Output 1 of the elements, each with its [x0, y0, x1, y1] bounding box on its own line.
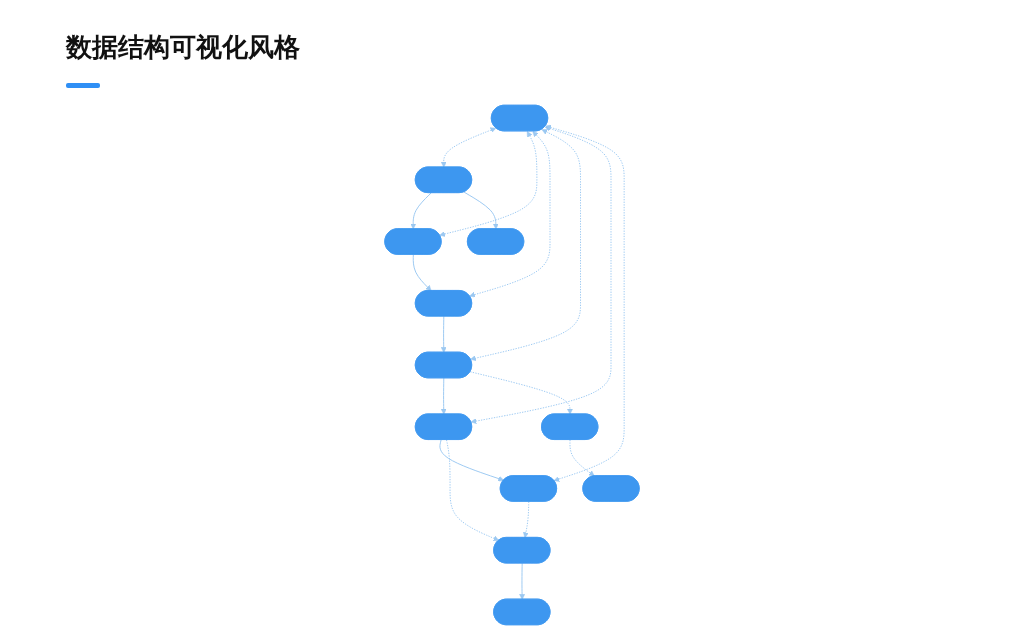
diagram-title: 数据结构可视化风格	[66, 31, 300, 64]
